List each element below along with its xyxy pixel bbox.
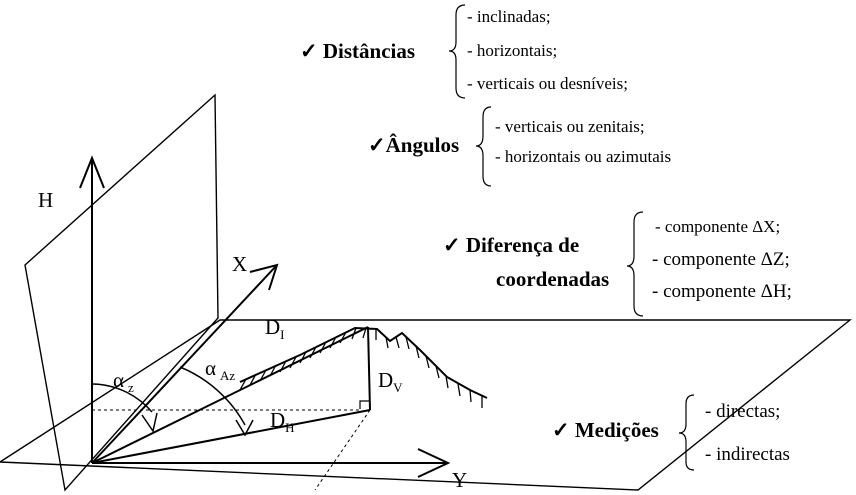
vertical-plane	[24, 93, 219, 492]
inclined-distance-label: DI	[265, 315, 285, 343]
diferenca-item: - componente ΔZ;	[652, 249, 790, 270]
medicoes-item: - indirectas	[705, 444, 790, 465]
medicoes-heading: ✓ Medições	[552, 418, 659, 442]
h-axis-label: H	[38, 188, 54, 212]
distancias-item: - inclinadas;	[467, 7, 551, 26]
y-axis-arrowhead	[417, 448, 451, 478]
angulos-item: - horizontais ou azimutais	[495, 147, 672, 166]
inclined-distance-line	[91, 326, 369, 464]
h-axis-arrowhead	[79, 155, 105, 189]
horizontal-distance-label: DH	[270, 408, 295, 436]
azimuth-angle-arrowhead	[235, 419, 254, 437]
vertical-distance-label: DV	[378, 368, 403, 396]
check-icon: ✓	[300, 39, 318, 63]
diferenca-heading-line2: coordenadas	[496, 267, 610, 291]
check-icon: ✓	[443, 233, 461, 257]
x-axis-arrowhead	[249, 263, 279, 291]
horizontal-plane	[0, 319, 852, 491]
brace-angulos	[475, 106, 492, 187]
diferenca-item: - componente ΔH;	[652, 281, 792, 302]
dotted-line-oblique	[314, 409, 371, 491]
zenith-angle-arc	[91, 383, 153, 413]
medicoes-item: - directas;	[705, 401, 781, 422]
diferenca-heading: ✓ Diferença de	[443, 233, 580, 257]
brace-medicoes	[678, 394, 695, 471]
brace-distancias	[448, 4, 466, 99]
distancias-heading: ✓ Distâncias	[300, 39, 416, 63]
check-icon: ✓	[368, 133, 386, 157]
check-icon: ✓	[552, 418, 570, 442]
angulos-heading: ✓Ângulos	[368, 133, 460, 157]
terrain-hachures	[239, 327, 483, 408]
distancias-item: - horizontais;	[467, 41, 558, 60]
vertical-distance-line	[367, 326, 371, 411]
distancias-item: - verticais ou desníveis;	[467, 74, 628, 93]
horizontal-distance-line	[91, 409, 371, 464]
zenith-angle-arrowhead	[141, 412, 158, 433]
azimuth-angle-arc	[179, 366, 246, 426]
angulos-item: - verticais ou zenitais;	[495, 117, 645, 136]
x-axis-label: X	[232, 252, 248, 276]
brace-diferenca	[626, 211, 644, 317]
y-axis-label: Y	[452, 468, 468, 492]
right-angle-marker	[359, 400, 370, 409]
diferenca-item: - componente ΔX;	[655, 217, 781, 236]
x-axis	[91, 264, 278, 464]
